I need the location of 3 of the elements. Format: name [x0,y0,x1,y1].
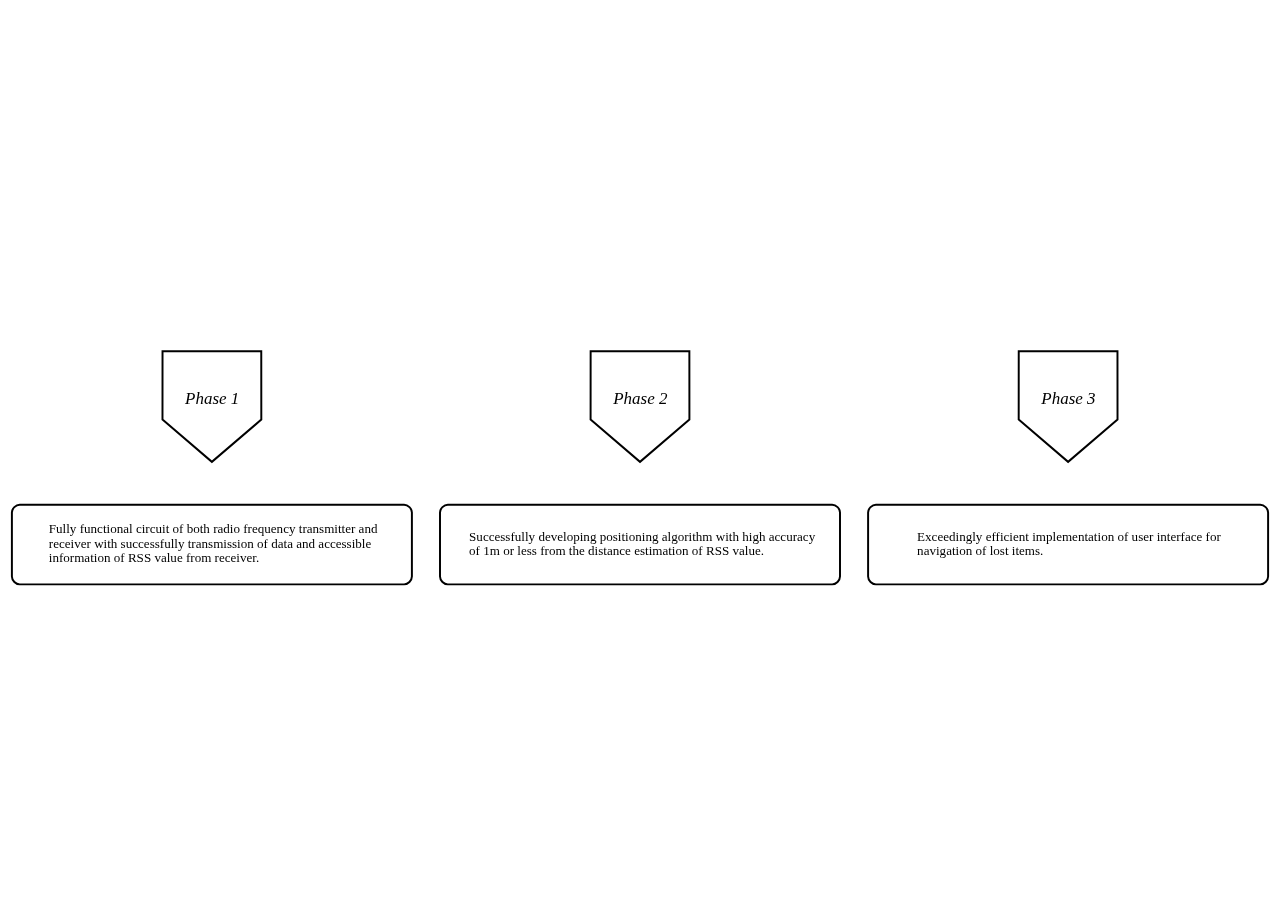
node-box: Fully functional circuit of both radio frequency transmitter and receiver with successfully transmission of data and accessible information of RSS value from receiver. [10,503,413,586]
node-box: Exceedingly efficient implementation of user interface for navigation of lost items. [867,503,1270,586]
node-box: Successfully developing positioning algorithm with high accuracy of 1m or less from the distance estimation of RSS value. [439,503,841,586]
